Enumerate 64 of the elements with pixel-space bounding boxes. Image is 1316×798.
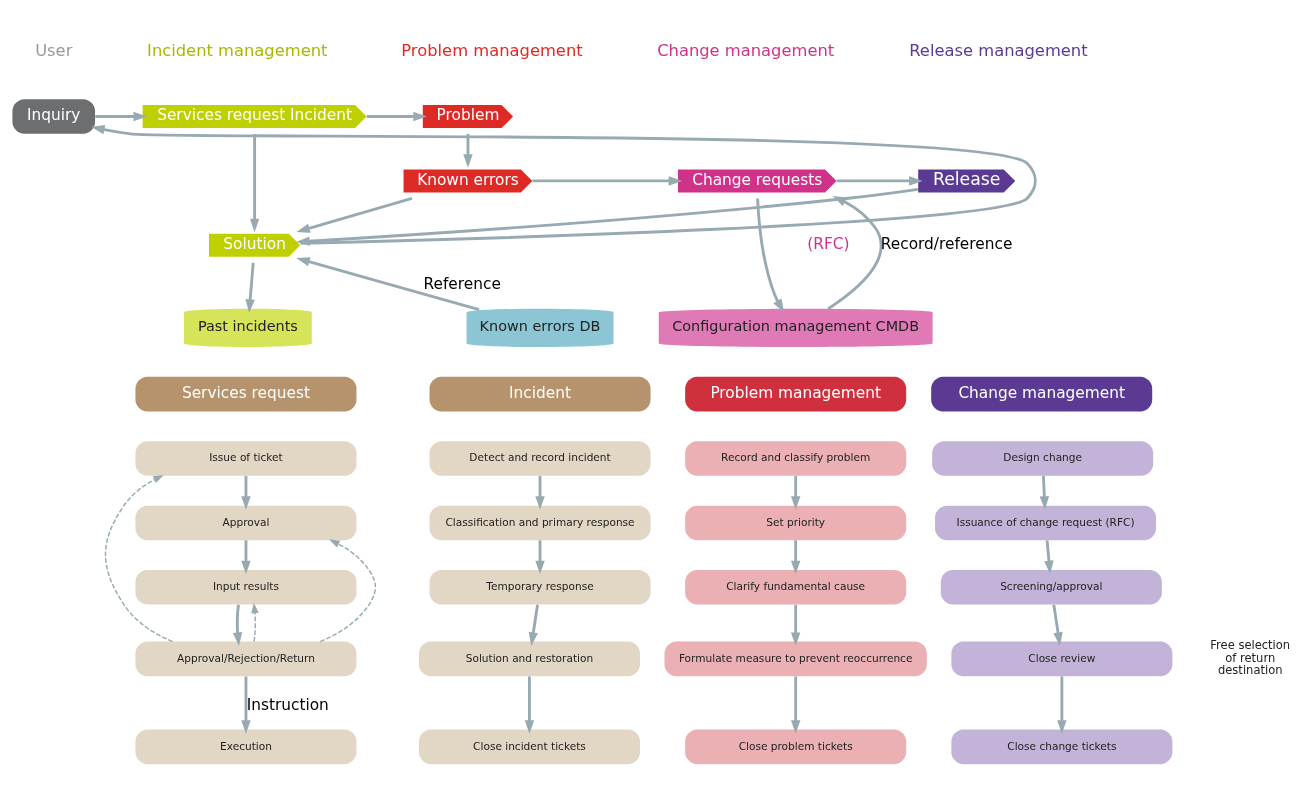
arrow bbox=[1057, 675, 1067, 734]
label: Problem management bbox=[401, 40, 583, 60]
label: Change management bbox=[657, 40, 835, 60]
node-box: Close change tickets bbox=[951, 729, 1173, 764]
arrow bbox=[528, 604, 539, 646]
arrow bbox=[296, 196, 413, 233]
label: Free selection of return destination bbox=[1210, 637, 1291, 677]
node-box: Record and classify problem bbox=[685, 440, 907, 476]
edge-label: Record/reference bbox=[880, 234, 1013, 253]
node-box: Approval bbox=[135, 505, 357, 540]
node-box: Detect and record incident bbox=[429, 440, 651, 476]
arrow bbox=[251, 602, 259, 642]
arrow bbox=[1039, 475, 1050, 510]
arrow bbox=[245, 262, 255, 313]
node-box: Formulate measure to prevent reoccurrence bbox=[664, 641, 927, 676]
node-box: Screening/approval bbox=[940, 569, 1162, 605]
arrow bbox=[790, 675, 801, 734]
arrow bbox=[463, 133, 473, 168]
node-box: Issuance of change request (RFC) bbox=[935, 505, 1157, 540]
edge-label: Reference bbox=[423, 274, 501, 293]
arrow bbox=[319, 538, 377, 642]
arrow bbox=[232, 604, 243, 646]
arrow bbox=[366, 111, 427, 121]
label: Release management bbox=[909, 40, 1088, 60]
arrow bbox=[524, 675, 535, 734]
arrow bbox=[241, 539, 251, 574]
arrow bbox=[104, 474, 174, 642]
node-box: Approval/Rejection/Return bbox=[135, 641, 357, 676]
node-box: Change management bbox=[931, 376, 1153, 411]
label: Incident management bbox=[147, 40, 328, 60]
node-box: Incident bbox=[429, 376, 651, 411]
arrow bbox=[827, 195, 883, 310]
arrow bbox=[790, 539, 801, 574]
node-box: Close incident tickets bbox=[418, 729, 640, 764]
node-box: Temporary response bbox=[429, 569, 651, 605]
node-box: Clarify fundamental cause bbox=[685, 569, 907, 605]
arrow bbox=[532, 175, 683, 186]
node-label: (RFC) bbox=[807, 234, 850, 253]
node-box: Execution bbox=[135, 729, 357, 764]
node-box: Problem management bbox=[685, 376, 907, 411]
arrow bbox=[241, 675, 251, 734]
node-box: Issue of ticket bbox=[135, 440, 357, 476]
node-box: Set priority bbox=[685, 505, 907, 540]
arrow bbox=[241, 475, 251, 510]
arrow bbox=[1044, 539, 1054, 574]
arrow bbox=[756, 197, 785, 312]
label: User bbox=[35, 40, 73, 60]
arrow bbox=[790, 604, 801, 646]
arrow bbox=[95, 111, 147, 121]
arrow bbox=[535, 475, 545, 510]
node-box: Close problem tickets bbox=[685, 729, 907, 764]
node-box: Solution and restoration bbox=[418, 641, 640, 676]
node-box: Services request bbox=[135, 376, 357, 411]
node-box: Close review bbox=[951, 641, 1173, 676]
node-box: Design change bbox=[932, 440, 1154, 476]
arrow bbox=[790, 475, 801, 510]
edge-label: Instruction bbox=[246, 695, 329, 714]
arrow bbox=[535, 539, 545, 574]
node-box: Classification and primary response bbox=[429, 505, 651, 540]
node-box: Inquiry bbox=[12, 98, 96, 134]
arrow bbox=[296, 256, 480, 311]
arrow bbox=[1052, 604, 1063, 646]
arrow bbox=[836, 175, 923, 186]
node-box: Input results bbox=[135, 569, 357, 605]
